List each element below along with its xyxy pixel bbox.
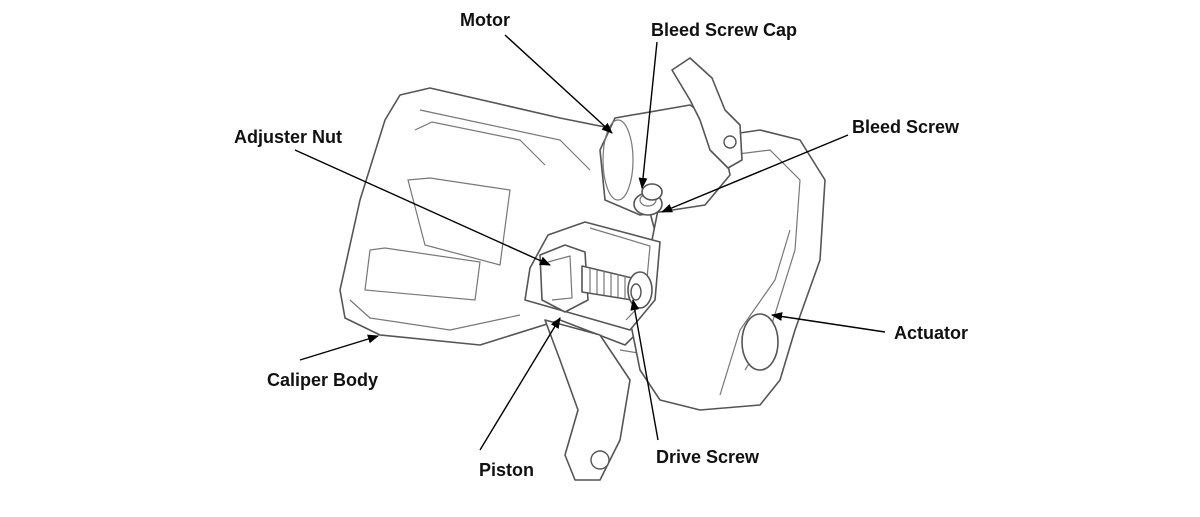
leader-drive-screw bbox=[630, 298, 659, 441]
leader-bleed-screw bbox=[660, 134, 849, 213]
leader-lines bbox=[294, 34, 886, 451]
motor-shape bbox=[599, 57, 743, 216]
callout-motor: Motor bbox=[460, 10, 510, 30]
callout-adjuster-nut: Adjuster Nut bbox=[234, 127, 342, 147]
callout-drive-screw: Drive Screw bbox=[656, 447, 760, 467]
leader-motor bbox=[504, 34, 613, 134]
callout-piston: Piston bbox=[479, 460, 535, 480]
leader-adjuster-nut bbox=[294, 149, 552, 266]
piston-assembly-shape bbox=[524, 221, 661, 331]
callout-actuator: Actuator bbox=[894, 323, 969, 343]
callout-bleed-screw: Bleed Screw bbox=[852, 117, 960, 137]
leader-caliper-body bbox=[299, 334, 380, 361]
leader-bleed-screw-cap bbox=[638, 41, 658, 190]
callout-caliper-body: Caliper Body bbox=[267, 370, 379, 390]
callout-bleed-screw-cap: Bleed Screw Cap bbox=[651, 20, 798, 40]
leader-actuator bbox=[770, 312, 886, 333]
leader-piston bbox=[479, 317, 561, 451]
